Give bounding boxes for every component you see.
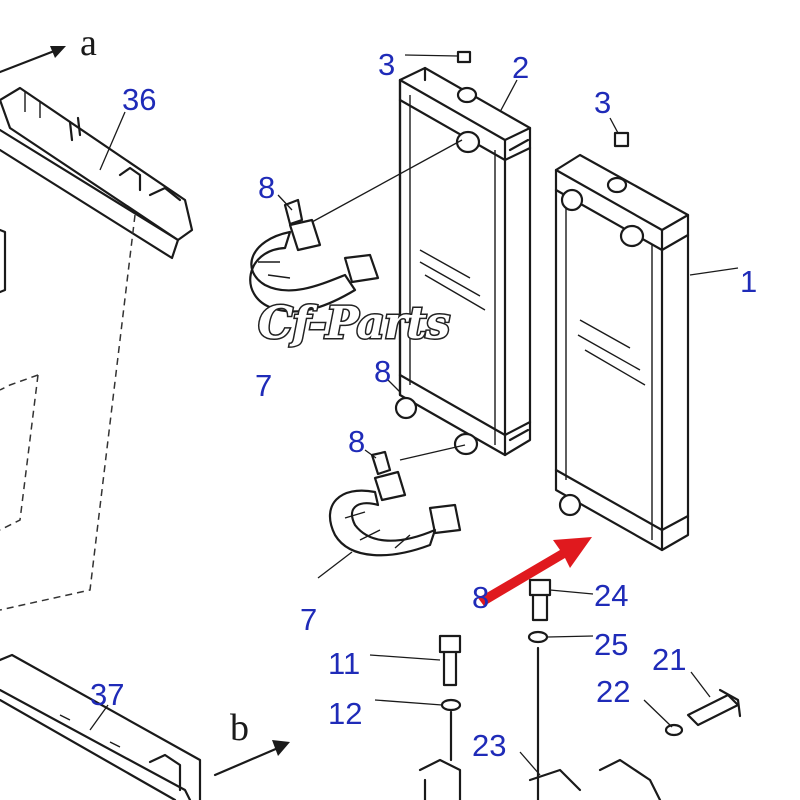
callout-22: 22 <box>596 674 630 709</box>
view-letter-b: b <box>230 707 249 749</box>
callout-labels: 36 37 2 3 3 1 8 8 8 8 7 7 24 25 21 22 11… <box>90 47 757 763</box>
hose-7-upper <box>249 198 380 313</box>
radiator-1 <box>554 153 690 552</box>
callout-11: 11 <box>328 646 360 681</box>
callout-8-lower: 8 <box>348 424 365 459</box>
callout-3-top: 3 <box>378 47 395 82</box>
callout-36: 36 <box>122 82 156 117</box>
watermark-logo: Cf-Parts <box>258 298 450 349</box>
callout-8-upper: 8 <box>258 170 275 205</box>
frame-member-36 <box>0 86 194 294</box>
callout-23: 23 <box>472 728 506 763</box>
cap-part-3 <box>456 50 630 148</box>
bolt-21 <box>664 688 742 737</box>
callout-8-red: 8 <box>472 580 489 615</box>
view-arrow-a: a <box>0 22 97 74</box>
hose-7-lower <box>328 450 462 557</box>
callout-1: 1 <box>740 264 757 299</box>
callout-8-mid: 8 <box>374 354 391 389</box>
bolt-24 <box>527 578 552 800</box>
callout-12: 12 <box>328 696 362 731</box>
bolt-11 <box>438 634 462 762</box>
callout-7-upper: 7 <box>255 368 272 403</box>
leader-lines <box>89 54 739 776</box>
callout-21: 21 <box>652 642 686 677</box>
callout-2: 2 <box>512 50 529 85</box>
highlight-arrow <box>478 537 592 606</box>
callout-7-lower: 7 <box>300 602 317 637</box>
callout-3-right: 3 <box>594 85 611 120</box>
callout-25: 25 <box>594 627 628 662</box>
radiator-2 <box>394 66 532 457</box>
callout-24: 24 <box>594 578 628 613</box>
view-letter-a: a <box>80 22 97 64</box>
bottom-bracket <box>418 758 662 800</box>
dashed-outline <box>0 214 136 611</box>
view-arrow-b: b <box>213 707 290 777</box>
callout-37: 37 <box>90 677 124 712</box>
